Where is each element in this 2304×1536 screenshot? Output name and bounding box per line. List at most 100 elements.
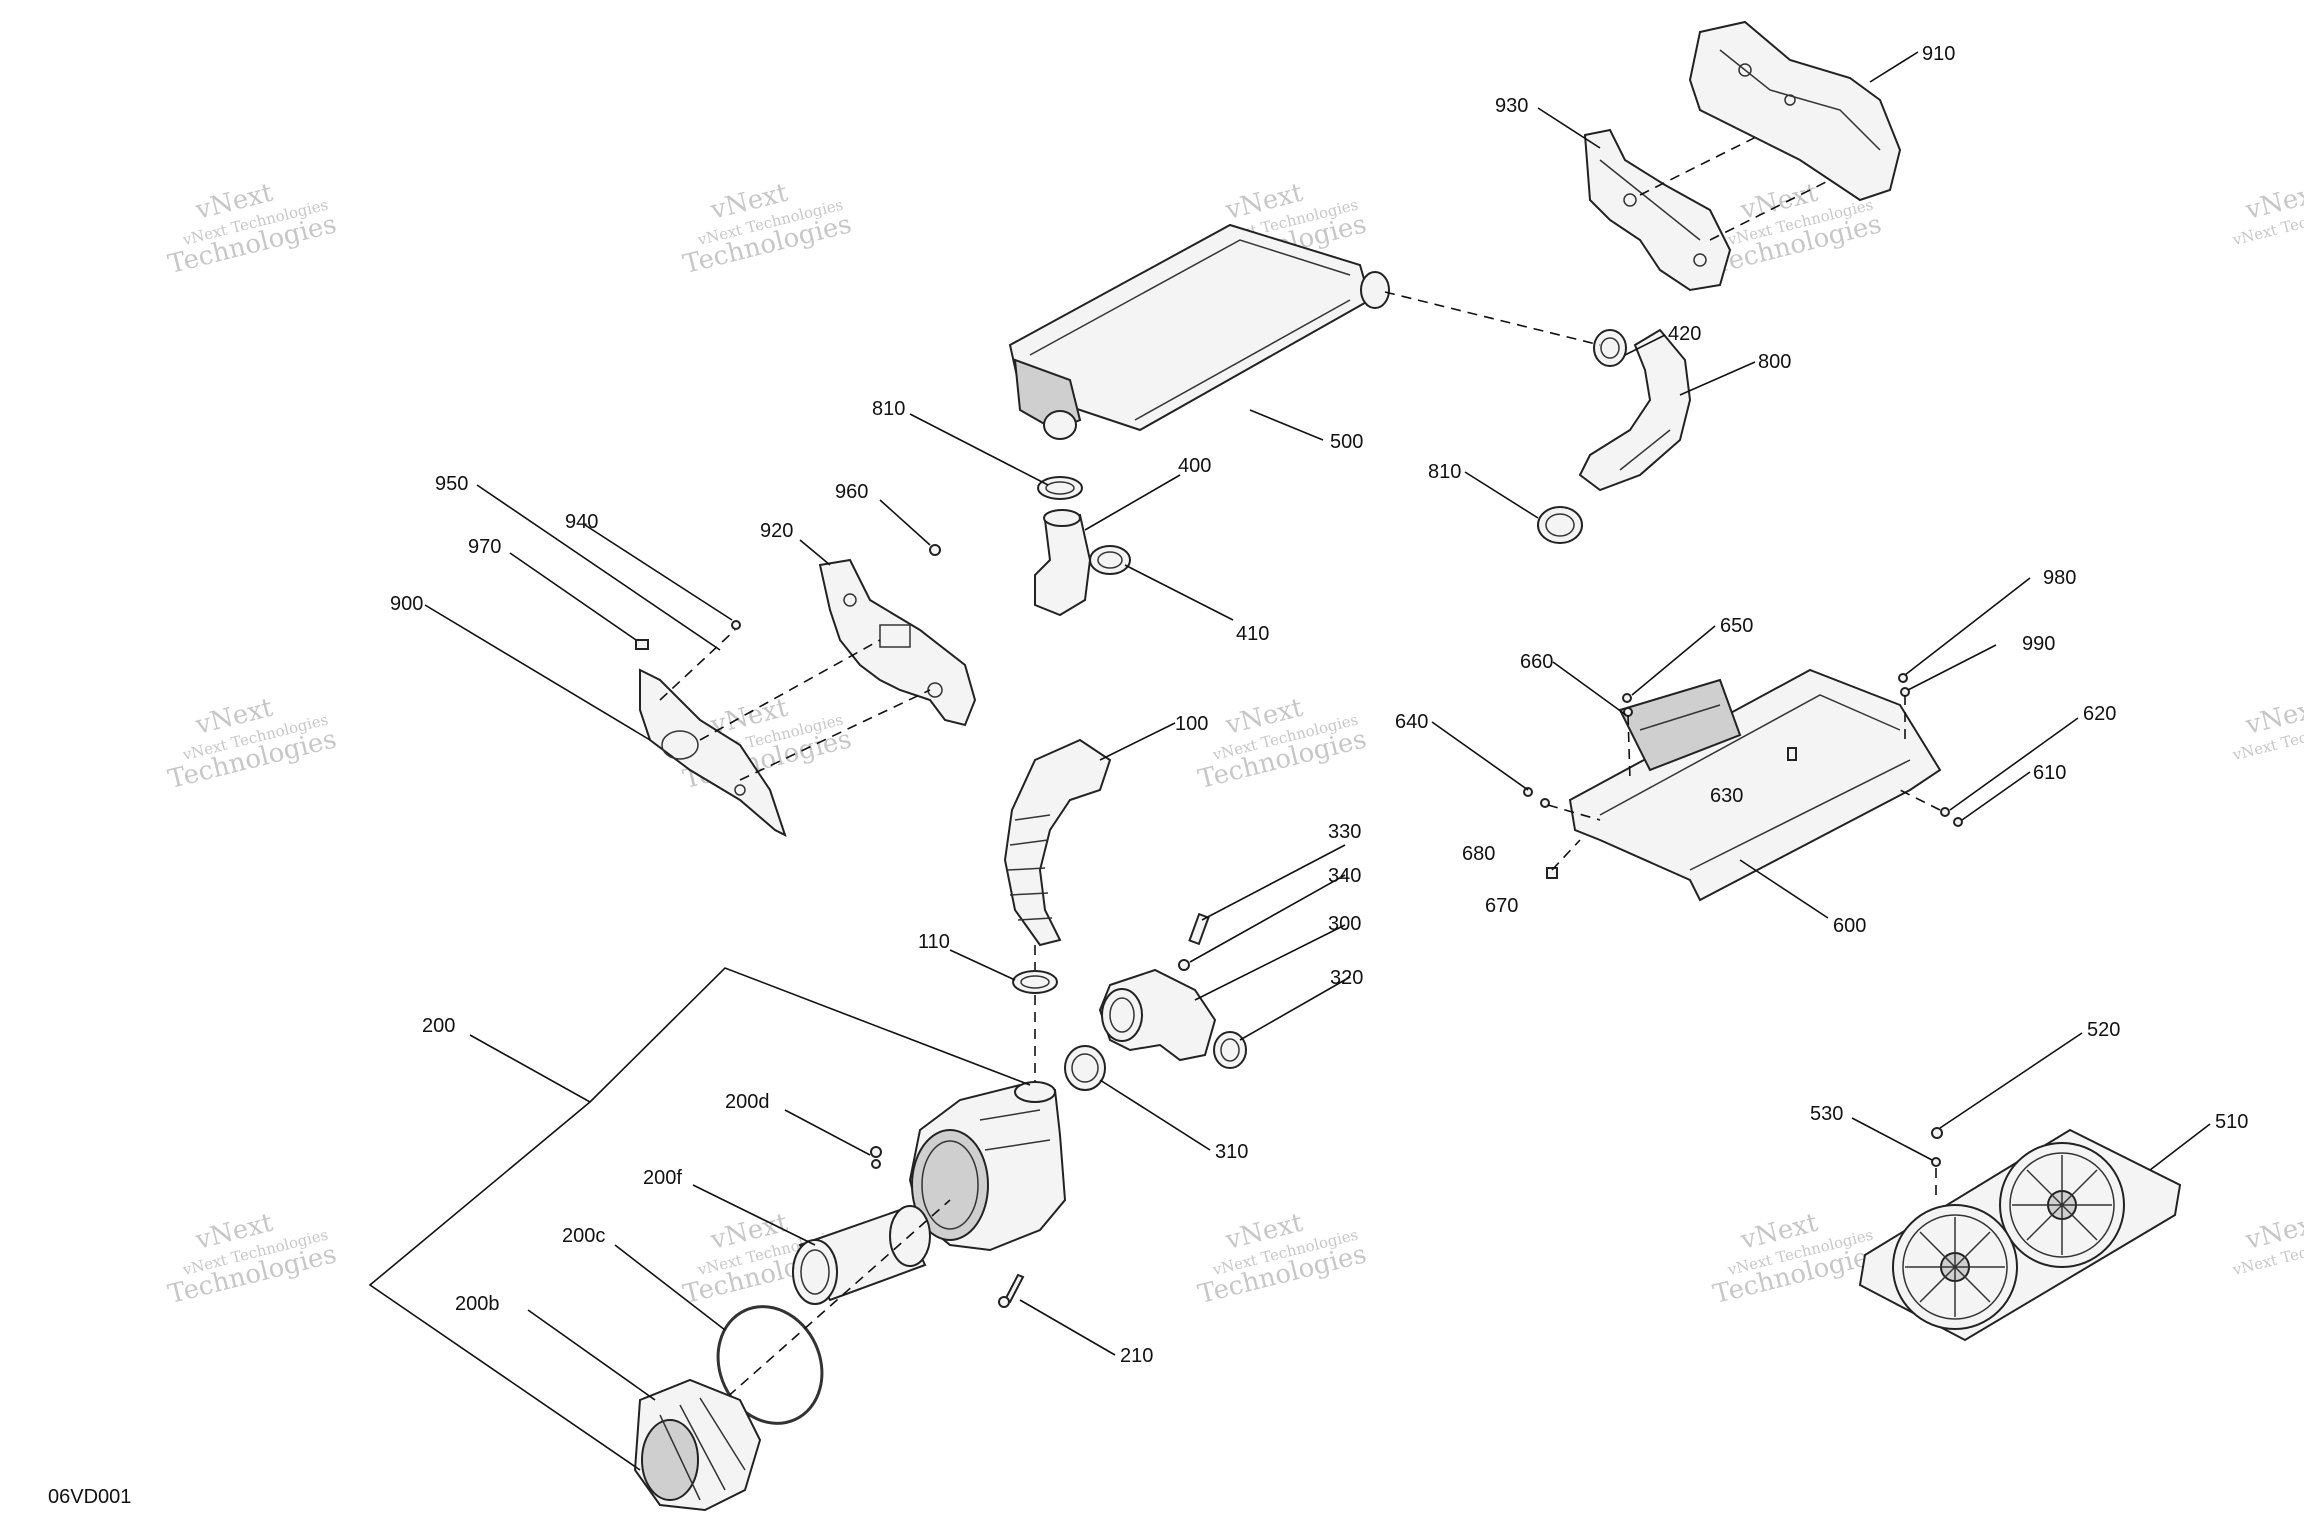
dash-900-920-b [699,639,881,741]
callout-940: 940 [565,511,598,533]
part-970-nut [635,639,649,650]
watermark-2: vNext vNext Technologies Technologies [680,178,854,280]
callout-200b: 200b [455,1293,500,1315]
callout-800: 800 [1758,351,1791,373]
part-200b-cover [633,1378,762,1512]
part-650-bolt [1622,693,1632,703]
callout-630: 630 [1710,785,1743,807]
callout-100: 100 [1175,713,1208,735]
part-200f-filter [792,1205,931,1305]
callout-980: 980 [2043,567,2076,589]
watermark-13: vNext vNext Technologies Technologies [1195,1208,1369,1310]
watermark-14: vNext vNext Technologies Technologies [1710,1208,1884,1310]
callout-990: 990 [2022,633,2055,655]
part-630-clip [1787,747,1797,761]
part-810-clamp-left [1037,476,1083,500]
callout-200f: 200f [643,1167,682,1189]
part-310-clamp [1064,1045,1106,1091]
part-410-clamp [1089,545,1131,575]
part-640-bolt [1523,787,1533,797]
dash-500-420 [1384,291,1601,346]
callout-900: 900 [390,593,423,615]
callout-520: 520 [2087,1019,2120,1041]
callout-400: 400 [1178,455,1211,477]
part-200d-clip [870,1146,882,1169]
callout-970: 970 [468,536,501,558]
callout-200: 200 [422,1015,455,1037]
watermark-1: vNext vNext Technologies Technologies [165,178,339,280]
part-530-washer [1931,1157,1941,1167]
callout-410: 410 [1236,623,1269,645]
callout-330: 330 [1328,821,1361,843]
callout-610: 610 [2033,762,2066,784]
part-980-bolt [1898,673,1908,683]
callout-960: 960 [835,481,868,503]
callout-650: 650 [1720,615,1753,637]
callout-810-left: 810 [872,398,905,420]
dash-600-c [1547,804,1601,821]
part-340-grommet [1178,959,1190,971]
callout-640: 640 [1395,711,1428,733]
part-200c-seal-ring [716,1305,824,1425]
callout-200d: 200d [725,1091,770,1113]
callout-930: 930 [1495,95,1528,117]
diagram-code: 06VD001 [48,1486,131,1508]
callout-810-right: 810 [1428,461,1461,483]
callout-420: 420 [1668,323,1701,345]
part-600-tray [1568,668,1942,902]
watermark-6: vNext vNext Technologies Technologies [165,693,339,795]
callout-600: 600 [1833,915,1866,937]
part-620-washer [1940,807,1950,817]
watermark-8: vNext vNext Technologies Technologies [1195,693,1369,795]
part-520-bolt [1931,1127,1943,1139]
part-610-bolt [1953,817,1963,827]
part-330-sensor [1188,912,1210,946]
callout-310: 310 [1215,1141,1248,1163]
callout-670: 670 [1485,895,1518,917]
part-910-bracket [1688,20,1902,202]
part-940-screw [731,620,741,630]
dash-900-920-a [659,629,736,701]
dash-600-a [1627,714,1631,781]
part-670-nut [1546,867,1558,879]
watermark-15: vNext vNext Technologies [2230,1208,2304,1280]
part-100-intake-hose [1003,738,1112,947]
part-920-plate [818,558,977,727]
callout-950: 950 [435,473,468,495]
callout-910: 910 [1922,43,1955,65]
leader-lines [368,51,2211,1471]
callout-680: 680 [1462,843,1495,865]
part-200-airbox [908,1081,1067,1252]
part-300-elbow [1098,968,1217,1062]
part-900-plate [639,668,787,837]
callout-500: 500 [1330,431,1363,453]
part-960-bolt [929,544,941,556]
part-420-clamp [1593,329,1627,367]
callout-620: 620 [2083,703,2116,725]
part-500-intercooler [1008,223,1390,440]
part-800-hose [1578,328,1692,492]
part-680-washer [1540,798,1550,808]
callout-340: 340 [1328,865,1361,887]
part-210-bolt [998,1273,1025,1308]
callout-200c: 200c [562,1225,605,1247]
callout-920: 920 [760,520,793,542]
callout-320: 320 [1330,967,1363,989]
part-930-bracket [1583,128,1732,292]
dash-200-axis [689,1199,951,1431]
callout-110: 110 [918,931,950,953]
callout-210: 210 [1120,1345,1153,1367]
callout-labels: 910 930 420 800 500 810 810 400 410 950 … [390,43,2248,1367]
part-810-clamp-right [1537,506,1583,544]
dash-600-d [1551,839,1581,871]
watermark-11: vNext vNext Technologies Technologies [165,1208,339,1310]
part-400-tube [1034,509,1092,617]
callout-510: 510 [2215,1111,2248,1133]
dash-900-920-c [739,689,931,781]
callout-530: 530 [1810,1103,1843,1125]
watermark-10: vNext vNext Technologies [2230,693,2304,765]
part-110-clamp [1012,970,1058,994]
callout-300: 300 [1328,913,1361,935]
callout-660: 660 [1520,651,1553,673]
